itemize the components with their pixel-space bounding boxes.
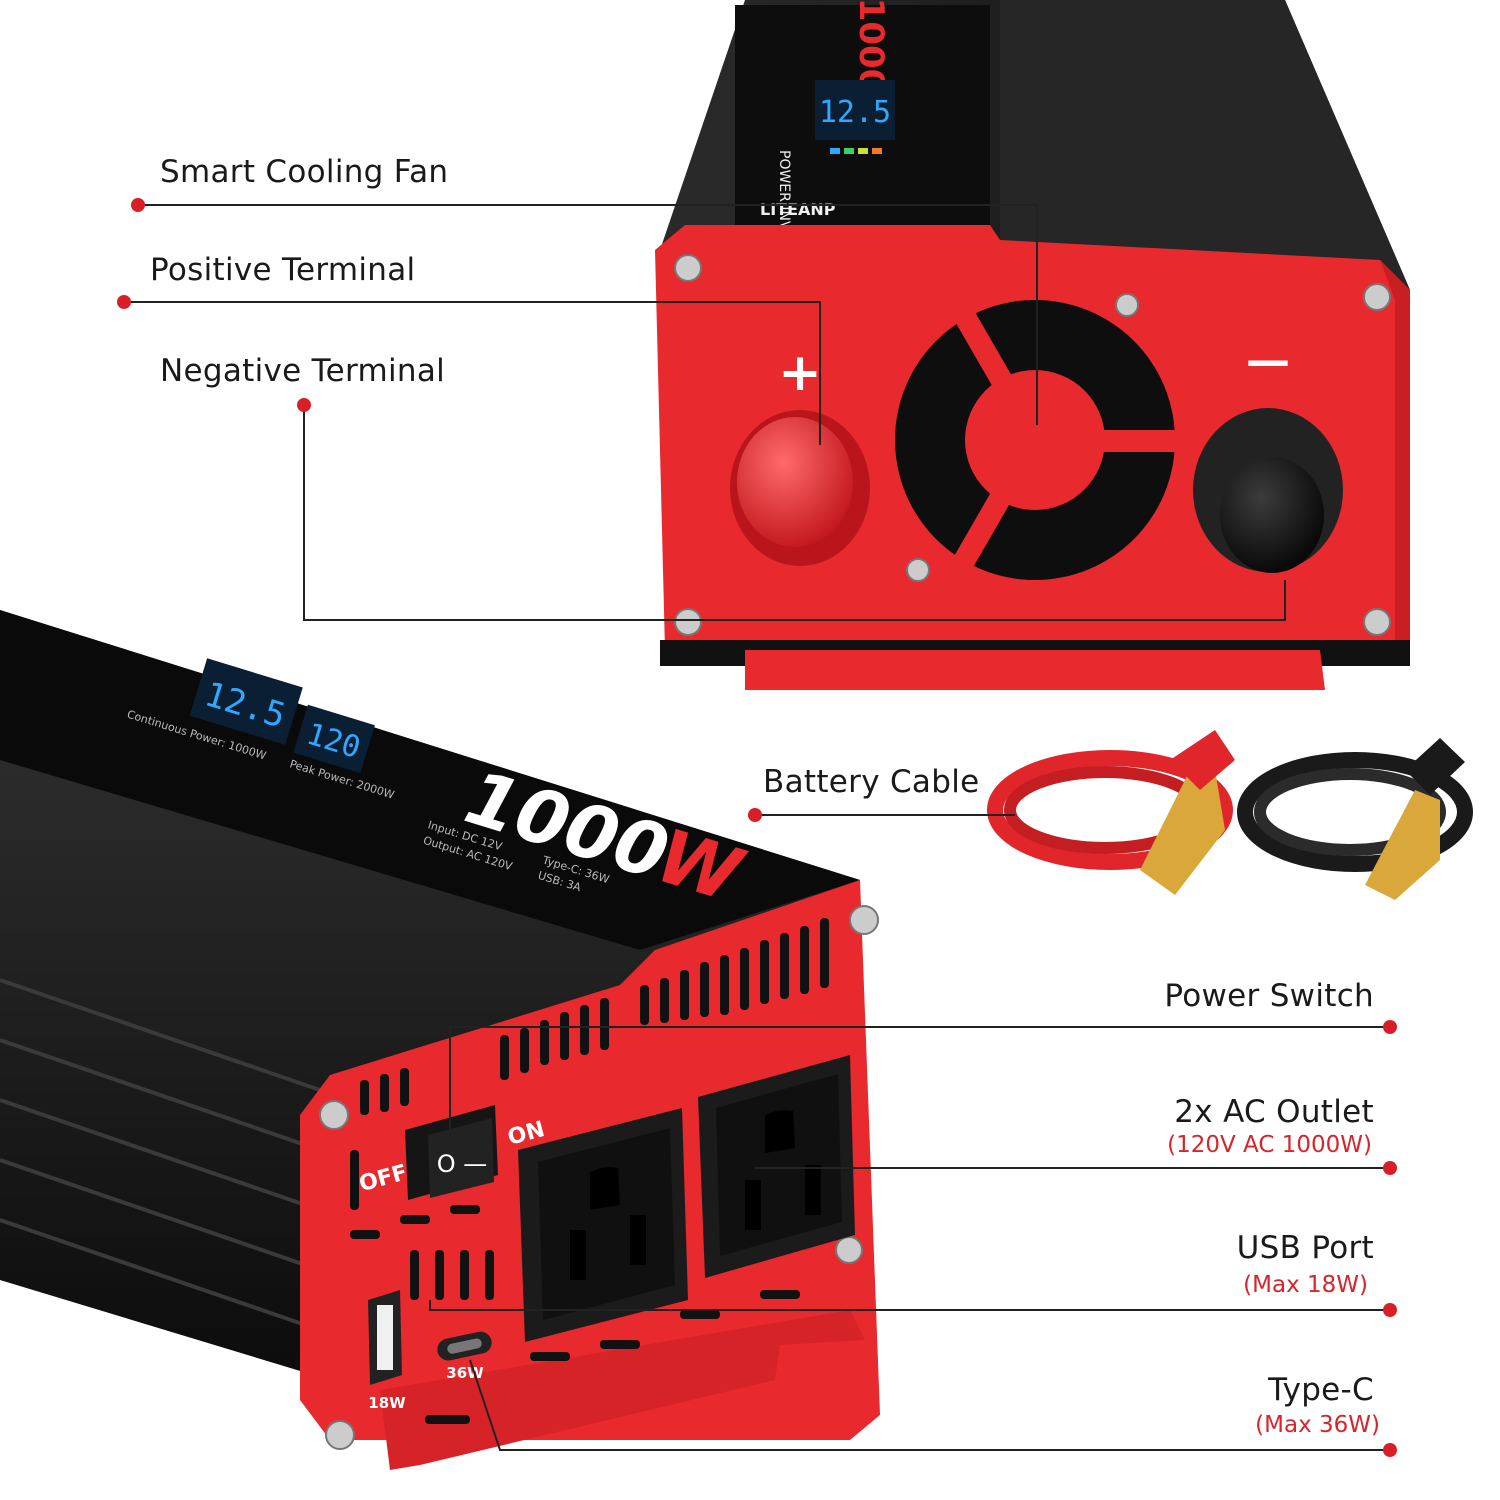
callout-dot-negative bbox=[297, 398, 311, 412]
callout-type-c-detail: (Max 36W) bbox=[1255, 1412, 1380, 1438]
callout-dot-cable bbox=[748, 808, 762, 822]
front-screws bbox=[319, 905, 879, 1450]
front-vent-slots bbox=[350, 918, 829, 1424]
callout-dot-ac bbox=[1383, 1161, 1397, 1175]
callout-ac-outlet-detail: (120V AC 1000W) bbox=[1167, 1132, 1372, 1158]
top-lcd bbox=[815, 80, 895, 140]
callout-usb-port: USB Port bbox=[1236, 1230, 1374, 1266]
red-cable-icon bbox=[987, 730, 1235, 895]
positive-terminal-icon bbox=[730, 410, 870, 566]
ac-outlet-2-icon bbox=[698, 1055, 855, 1278]
front-lcd bbox=[189, 658, 303, 745]
top-screws bbox=[674, 254, 1391, 636]
callout-line-negative bbox=[303, 405, 1286, 621]
callout-line-switch bbox=[449, 1026, 1390, 1150]
callout-dots bbox=[117, 198, 1397, 1457]
callout-power-switch: Power Switch bbox=[1164, 978, 1374, 1014]
cooling-fan-icon bbox=[895, 300, 1180, 580]
front-mount-foot bbox=[380, 1310, 865, 1470]
front-inverter: 12.5 120 POWER INVERTER LITEANP Continuo… bbox=[0, 582, 880, 1470]
callout-line-positive bbox=[124, 301, 821, 445]
top-mount-foot bbox=[745, 650, 1325, 690]
callout-smart-cooling-fan: Smart Cooling Fan bbox=[160, 154, 449, 190]
callout-dot-positive bbox=[117, 295, 131, 309]
front-brand: LITEANP bbox=[128, 582, 244, 642]
callout-line-fan bbox=[138, 204, 1038, 425]
power-switch-icon: O — bbox=[405, 1105, 498, 1200]
top-display-panel: 1000 12.5 POWER INVERTER LITEANP bbox=[735, 0, 990, 275]
ac-outlet-1-icon bbox=[518, 1108, 688, 1342]
top-inverter: 1000 12.5 POWER INVERTER LITEANP bbox=[655, 0, 1410, 690]
callout-positive-terminal: Positive Terminal bbox=[150, 252, 416, 288]
typec-rating-label: 36W bbox=[446, 1364, 484, 1382]
callout-negative-terminal: Negative Terminal bbox=[160, 353, 446, 389]
negative-terminal-icon bbox=[1193, 408, 1343, 573]
usb-rating-label: 18W bbox=[368, 1394, 406, 1412]
negative-sign: — bbox=[1246, 335, 1290, 386]
callout-lines bbox=[124, 204, 1390, 1451]
top-lcd-value: 12.5 bbox=[819, 95, 891, 130]
callout-battery-cable: Battery Cable bbox=[763, 764, 980, 800]
callout-dot-typec bbox=[1383, 1443, 1397, 1457]
top-brand: LITEANP bbox=[760, 200, 836, 219]
callout-usb-port-detail: (Max 18W) bbox=[1243, 1272, 1368, 1298]
callout-dot-usb bbox=[1383, 1303, 1397, 1317]
callout-dot-switch bbox=[1383, 1020, 1397, 1034]
usb-port-icon bbox=[368, 1290, 402, 1385]
black-cable-icon bbox=[1237, 738, 1473, 900]
top-level-bars bbox=[830, 148, 882, 154]
positive-sign: + bbox=[778, 343, 822, 403]
front-ribs bbox=[0, 978, 321, 1332]
battery-cables bbox=[987, 730, 1473, 900]
switch-symbol: O — bbox=[437, 1150, 488, 1178]
callout-ac-outlet: 2x AC Outlet bbox=[1174, 1094, 1374, 1130]
callout-dot-fan bbox=[131, 198, 145, 212]
callout-line-usb bbox=[429, 1300, 1390, 1311]
callout-type-c: Type-C bbox=[1268, 1372, 1374, 1408]
top-wattage-text: 1000 bbox=[851, 0, 891, 92]
type-c-port-icon bbox=[437, 1331, 492, 1361]
callout-line-typec bbox=[469, 1359, 1390, 1451]
top-inverter-side bbox=[1000, 0, 1410, 290]
